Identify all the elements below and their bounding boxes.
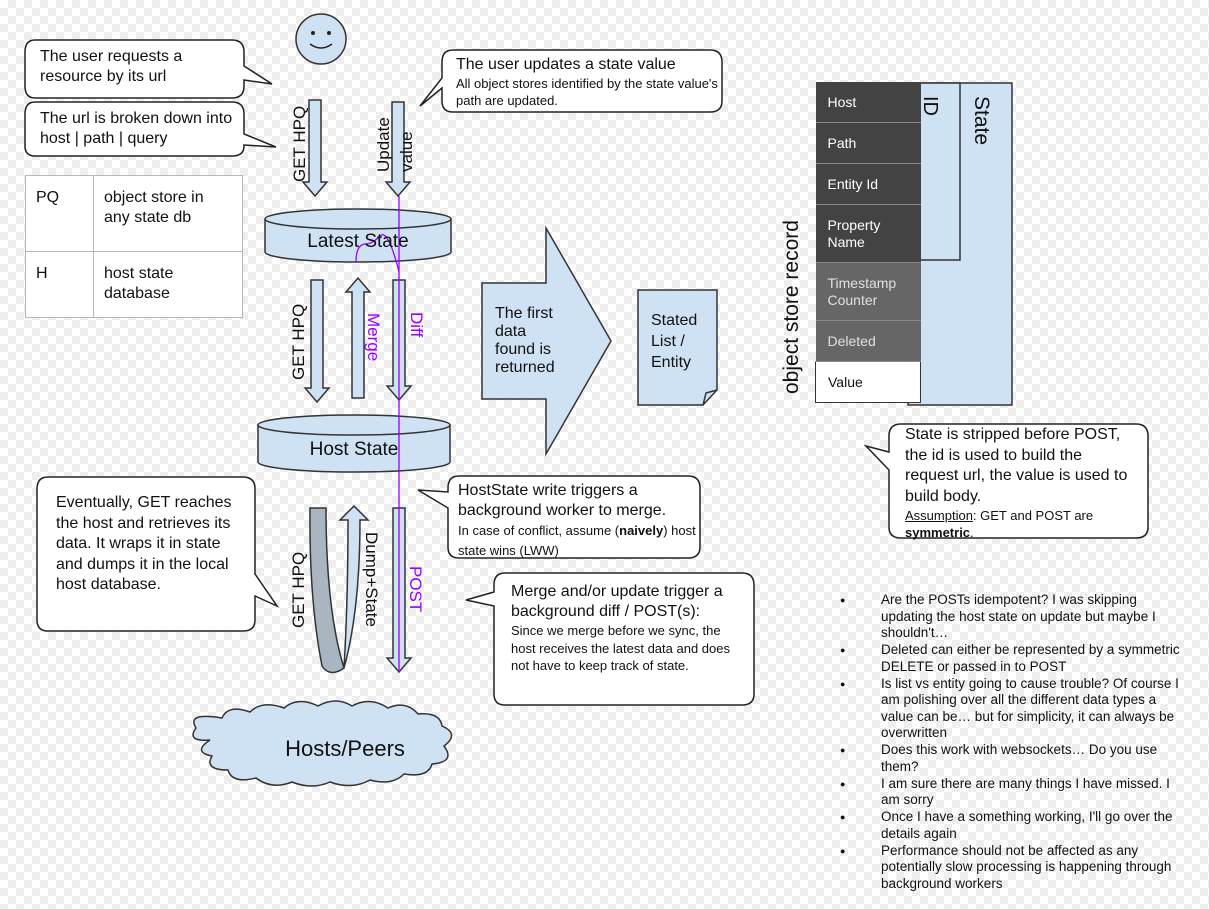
- record-field: Entity Id: [815, 163, 921, 205]
- value-label: value: [397, 131, 416, 172]
- record-row: Entity Id: [815, 163, 921, 205]
- get-hpq-curved-arrow: [309, 507, 345, 674]
- merge-trigger-title: Merge and/or update trigger a background…: [511, 583, 723, 620]
- latest-state-label: Latest State: [307, 231, 409, 252]
- legend-value: object store in any state db: [93, 175, 243, 252]
- merge-label: Merge: [364, 313, 383, 361]
- hoststate-detail-after: ) host state wins (LWW): [458, 523, 696, 558]
- record-id-label: ID: [919, 96, 941, 116]
- latest-state-cylinder: [264, 208, 452, 263]
- legend-table: PQ object store in any state db H host s…: [25, 175, 243, 318]
- sync-flow-line: [355, 196, 400, 672]
- note-item: Are the POSTs idempotent? I was skipping…: [840, 592, 1180, 642]
- record-field: Property Name: [815, 204, 921, 263]
- hoststate-detail-bold: naively: [619, 523, 664, 538]
- get-hpq-arrow-top: [301, 99, 329, 198]
- diff-label: Diff: [407, 312, 426, 337]
- merge-trigger-text: Merge and/or update trigger a background…: [511, 582, 743, 675]
- post-label: POST: [406, 566, 425, 612]
- host-state-label: Host State: [309, 439, 399, 460]
- record-row: Path: [815, 122, 921, 164]
- notes-list: Are the POSTs idempotent? I was skipping…: [840, 592, 1180, 893]
- stripped-bubble: [863, 423, 1149, 539]
- merge-trigger-bubble: [465, 572, 755, 706]
- dump-state-label: Dump+State: [362, 532, 381, 627]
- update-label: Update: [374, 117, 393, 172]
- user-smiley-icon: [295, 13, 347, 65]
- first-data-arrow: [481, 225, 612, 457]
- get-hpq-arrow-mid: [303, 279, 331, 404]
- hosts-peers-label: Hosts/Peers: [285, 736, 405, 761]
- record-field: Timestamp Counter: [815, 262, 921, 321]
- note-item: Is list vs entity going to cause trouble…: [840, 676, 1180, 742]
- record-field: Deleted: [815, 320, 921, 362]
- record-state-label: State: [970, 96, 993, 145]
- record-field: Host: [815, 82, 921, 123]
- user-update-title: The user updates a state value: [456, 56, 676, 73]
- update-value-arrow: [384, 101, 412, 198]
- legend-key: H: [25, 251, 94, 318]
- user-request-text: The user requests a resource by its url: [40, 48, 183, 85]
- legend-row: PQ object store in any state db: [25, 175, 243, 252]
- record-row: Host: [815, 82, 921, 123]
- record-row: Property Name: [815, 204, 921, 263]
- stripped-assumption-bold: symmetric: [905, 525, 971, 540]
- legend-row: H host state database: [25, 251, 243, 318]
- stated-list-label: Stated List / Entity: [651, 312, 698, 371]
- stated-list-document: [637, 289, 718, 406]
- record-row: Value: [815, 361, 921, 403]
- record-row: Deleted: [815, 320, 921, 362]
- hosts-peers-cloud: [192, 700, 453, 787]
- stripped-main: State is stripped before POST, the id is…: [905, 426, 1128, 505]
- object-store-record-table: Host Path Entity Id Property Name Timest…: [815, 82, 921, 403]
- stripped-assumption-label: Assumption: [905, 508, 973, 523]
- note-item: Once I have a something working, I'll go…: [840, 809, 1180, 842]
- user-update-text: The user updates a state value All objec…: [456, 55, 718, 109]
- hoststate-text: HostState write triggers a background wo…: [458, 481, 696, 561]
- record-field: Path: [815, 122, 921, 164]
- user-request-bubble: [24, 39, 273, 99]
- url-breakdown-bubble: [24, 101, 277, 157]
- merge-arrow: [344, 276, 372, 399]
- url-breakdown-text: The url is broken down into host | path …: [40, 110, 233, 147]
- get-hpq-label-top: GET HPQ: [290, 106, 309, 182]
- dump-state-arrow: [338, 504, 370, 669]
- record-field: Value: [815, 361, 921, 403]
- note-item: I am sure there are many things I have m…: [840, 776, 1180, 809]
- stripped-assumption-mid: : GET and POST are: [972, 508, 1094, 523]
- eventually-get-bubble: [36, 476, 280, 632]
- record-row: Timestamp Counter: [815, 262, 921, 321]
- first-data-label: The first data found is returned: [495, 305, 555, 376]
- note-item: Does this work with websockets… Do you u…: [840, 742, 1180, 775]
- legend-key: PQ: [25, 175, 94, 252]
- legend-value: host state database: [93, 251, 243, 318]
- hoststate-detail: In case of conflict, assume (naively) ho…: [458, 521, 696, 561]
- get-hpq-label-bottom: GET HPQ: [289, 552, 308, 628]
- get-hpq-label-mid: GET HPQ: [289, 304, 308, 380]
- host-state-cylinder: [257, 414, 451, 473]
- note-item: Deleted can either be represented by a s…: [840, 642, 1180, 675]
- note-item: Performance should not be affected as an…: [840, 843, 1180, 893]
- stripped-assumption-end: .: [970, 525, 974, 540]
- stripped-assumption: Assumption: GET and POST are symmetric.: [905, 507, 1139, 541]
- hoststate-bubble: [417, 475, 701, 559]
- object-store-record-label: object store record: [780, 220, 803, 394]
- hoststate-title: HostState write triggers a background wo…: [458, 482, 667, 519]
- hoststate-detail-before: In case of conflict, assume (: [458, 523, 620, 538]
- user-update-bubble: [419, 49, 723, 113]
- user-update-detail: All object stores identified by the stat…: [456, 76, 718, 108]
- merge-trigger-detail: Since we merge before we sync, the host …: [511, 623, 730, 673]
- eventually-get-text: Eventually, GET reaches the host and ret…: [56, 494, 232, 593]
- stripped-text: State is stripped before POST, the id is…: [905, 425, 1139, 541]
